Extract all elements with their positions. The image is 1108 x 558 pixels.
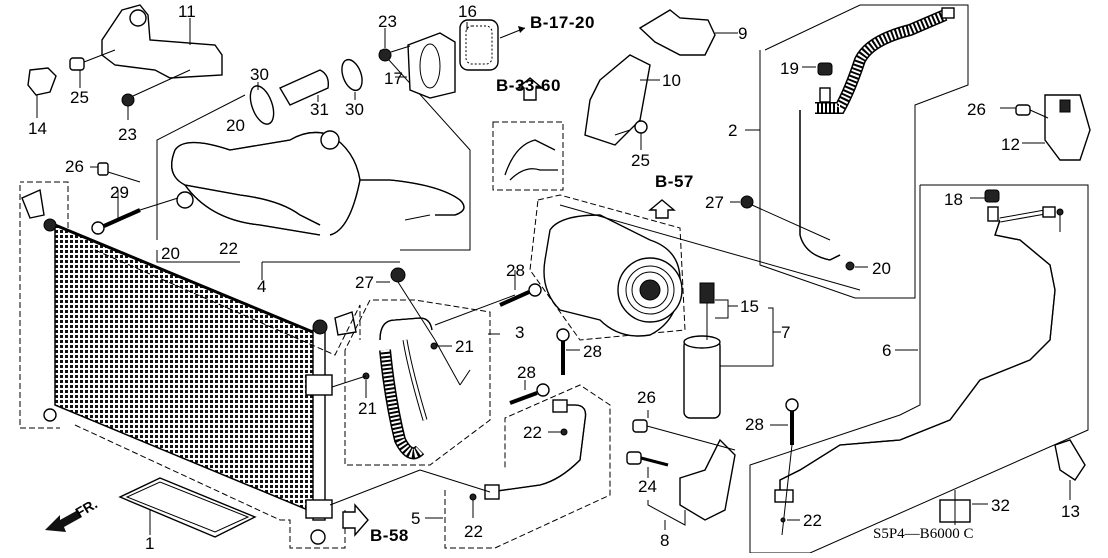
- ref-b-57[interactable]: B-57: [655, 172, 694, 191]
- drain-hose-assembly: [249, 58, 363, 125]
- callout-24: 24: [638, 477, 657, 496]
- callout-27b: 27: [705, 193, 724, 212]
- callout-9: 9: [738, 24, 748, 43]
- callout-17: 17: [384, 69, 403, 88]
- hose-bracket-12: [1000, 94, 1091, 161]
- nut-23-left: [121, 69, 191, 120]
- pipe-clamp-9: [638, 9, 738, 56]
- hose-clamp: [27, 67, 57, 118]
- nut-27-right: [730, 195, 831, 241]
- bolt-28-lower: [509, 380, 550, 405]
- callout-28c: 28: [517, 363, 536, 382]
- callout-23a: 23: [378, 12, 397, 31]
- callout-5: 5: [411, 509, 421, 528]
- callout-16: 16: [458, 2, 477, 21]
- pipe-bracket-10: [584, 54, 660, 146]
- receiver-bracket-8: [626, 410, 736, 530]
- callout-20c: 20: [872, 259, 891, 278]
- grommet-assembly: [378, 19, 526, 99]
- suction-pipe-assembly: [156, 49, 471, 280]
- callout-11: 11: [178, 2, 196, 21]
- callout-28a: 28: [506, 261, 525, 280]
- condenser-pipe: [329, 384, 611, 549]
- diagram-code: S5P4—B6000 C: [873, 526, 974, 542]
- callout-4: 4: [257, 277, 267, 296]
- receiver-pipe: [749, 184, 1089, 554]
- bolt-25-left: [69, 49, 116, 88]
- callout-26a: 26: [65, 157, 84, 176]
- compressor: [529, 194, 861, 341]
- ref-b-17-20[interactable]: B-17-20: [530, 13, 595, 32]
- bolt-28-center: [556, 328, 580, 375]
- callout-31: 31: [310, 100, 329, 119]
- ref-b-33-60[interactable]: B-33-60: [496, 76, 561, 95]
- callout-27a: 27: [355, 273, 374, 292]
- bolt-29: [91, 190, 179, 235]
- callout-30a: 30: [250, 65, 269, 84]
- callout-23b: 23: [118, 125, 137, 144]
- callout-25b: 25: [631, 151, 650, 170]
- inset-detail-box: [492, 77, 564, 191]
- callout-22d: 22: [803, 511, 822, 530]
- callout-13: 13: [1061, 502, 1080, 521]
- callout-3: 3: [515, 323, 525, 342]
- pipe-clip-13: [1054, 439, 1086, 500]
- callout-28d: 28: [745, 415, 764, 434]
- b58-arrow: [342, 503, 369, 537]
- callout-26b: 26: [967, 100, 986, 119]
- receiver-dryer: [683, 282, 781, 419]
- callout-2: 2: [728, 121, 738, 140]
- callout-22a: 22: [219, 239, 238, 258]
- condenser-label-plate: [118, 477, 257, 538]
- callout-19: 19: [780, 59, 799, 78]
- bolt-28-bottom-right: [770, 398, 800, 536]
- callout-28b: 28: [583, 342, 602, 361]
- callout-6: 6: [882, 341, 892, 360]
- callout-7: 7: [781, 323, 791, 342]
- callout-1: 1: [145, 534, 155, 553]
- condenser: [19, 181, 361, 549]
- front-direction-arrow: [45, 510, 82, 532]
- callout-12: 12: [1001, 135, 1020, 154]
- callout-29: 29: [110, 183, 129, 202]
- callout-20b: 20: [161, 244, 180, 263]
- callout-22c: 22: [464, 522, 483, 541]
- bolt-28-middle: [499, 270, 542, 307]
- bolt-26-left: [90, 162, 141, 183]
- callout-18: 18: [944, 190, 963, 209]
- ref-b-58[interactable]: B-58: [370, 526, 409, 545]
- bolt-25-right: [614, 120, 648, 150]
- pipe-cover: [101, 4, 223, 79]
- callout-20a: 20: [226, 116, 245, 135]
- pipe-clip-32: [939, 490, 988, 525]
- callout-32: 32: [991, 496, 1010, 515]
- callout-26c: 26: [637, 388, 656, 407]
- callout-21b: 21: [358, 399, 377, 418]
- callout-14: 14: [28, 119, 47, 138]
- callout-15: 15: [740, 297, 759, 316]
- callout-25a: 25: [70, 88, 89, 107]
- callout-21a: 21: [455, 337, 474, 356]
- suction-hose: [745, 4, 969, 299]
- discharge-hose: [331, 267, 516, 466]
- callout-8: 8: [660, 531, 670, 550]
- callout-10: 10: [662, 71, 681, 90]
- callout-22b: 22: [523, 423, 542, 442]
- callout-30b: 30: [345, 100, 364, 119]
